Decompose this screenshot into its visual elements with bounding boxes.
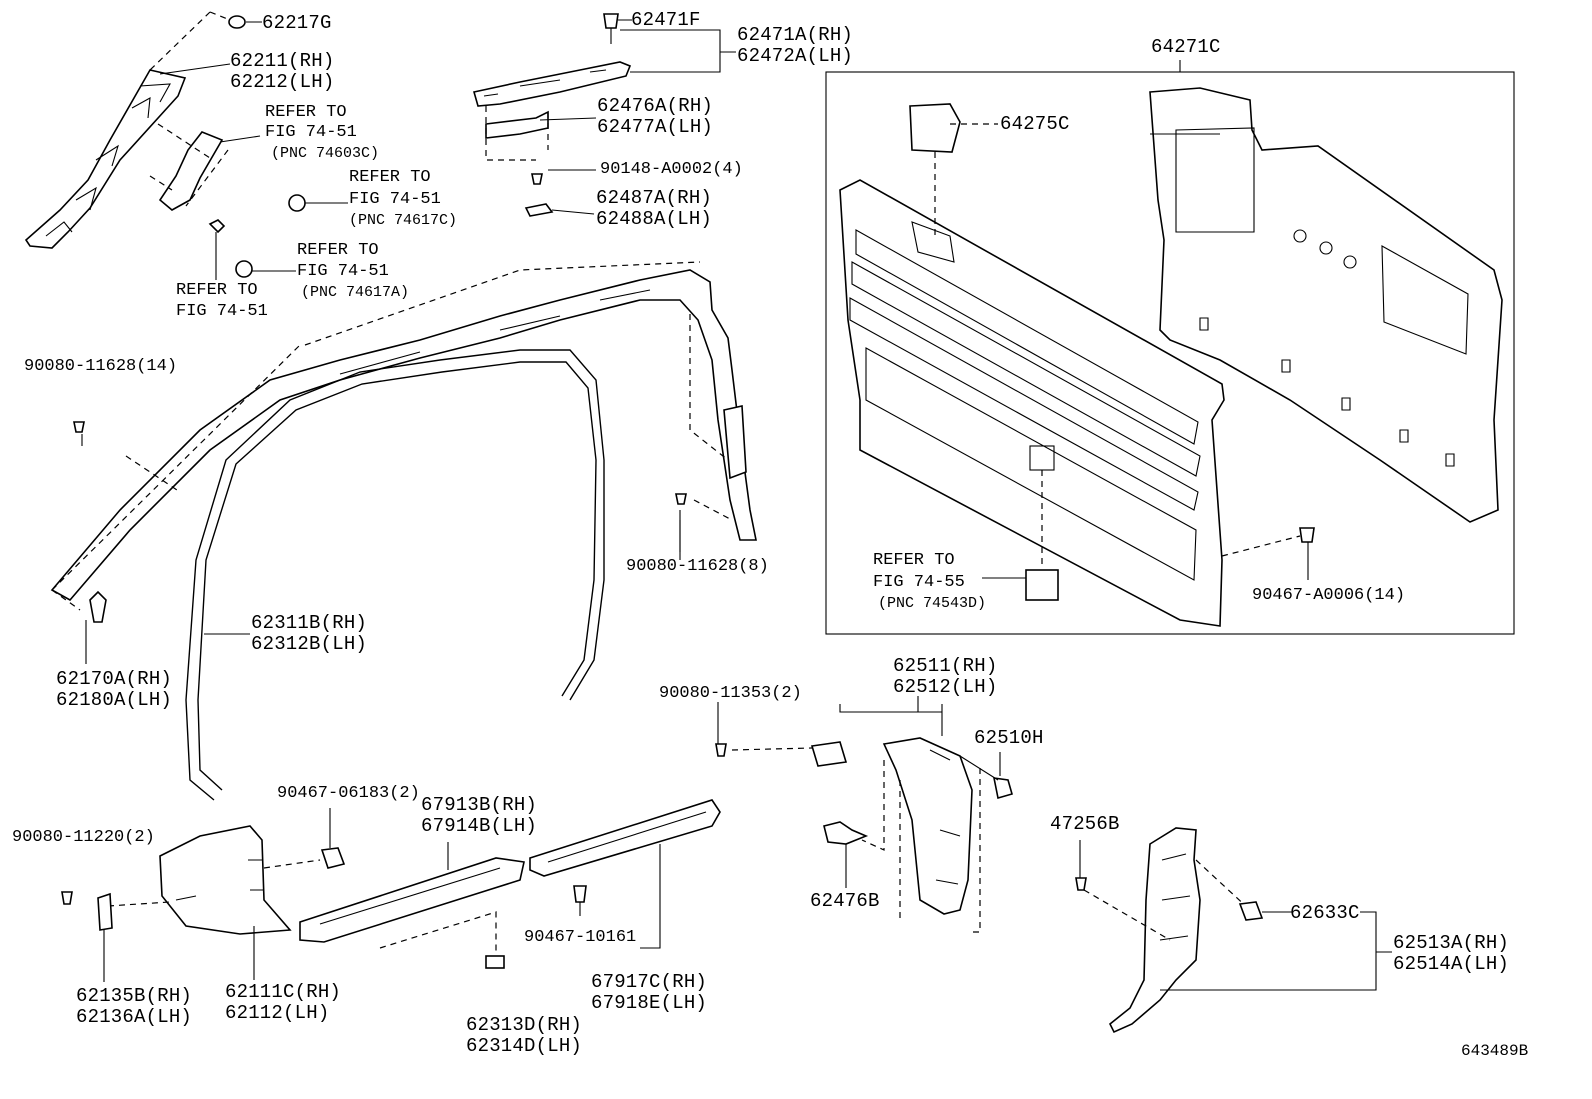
label-90080-11628-14: 90080-11628(14) — [24, 357, 178, 376]
label-67918E: 67918E(LH) — [591, 992, 708, 1014]
label-90080-11353: 90080-11353(2) — [659, 684, 802, 703]
label-62513A: 62513A(RH) — [1393, 932, 1510, 954]
assist-grip-drawing — [472, 13, 736, 217]
label-62217G: 62217G — [262, 12, 332, 34]
ref1-line3: (PNC 74603C) — [271, 145, 380, 162]
roof-curtain-assembly-drawing — [50, 261, 757, 664]
label-47256B: 47256B — [1050, 813, 1120, 835]
label-62180A: 62180A(LH) — [56, 689, 173, 711]
label-62633C: 62633C — [1290, 902, 1360, 924]
quarter-garnish-drawing — [1075, 827, 1392, 1034]
label-62477A: 62477A(LH) — [597, 116, 714, 138]
label-62111C: 62111C(RH) — [225, 981, 342, 1003]
label-62135B: 62135B(RH) — [76, 985, 193, 1007]
ref4-line2: FIG 74-51 — [176, 302, 268, 321]
label-62476A: 62476A(RH) — [597, 95, 714, 117]
label-90467-06183: 90467-06183(2) — [277, 784, 420, 803]
label-64271C: 64271C — [1151, 36, 1221, 58]
label-62311B: 62311B(RH) — [251, 612, 368, 634]
ref3-line3: (PNC 74617A) — [301, 284, 410, 301]
ref1-line1: REFER TO — [265, 103, 347, 122]
label-62510H: 62510H — [974, 727, 1044, 749]
label-62211: 62211(RH) — [230, 50, 335, 72]
ref2-line2: FIG 74-51 — [349, 190, 441, 209]
label-90467-10161: 90467-10161 — [524, 928, 637, 947]
ref5-line1: REFER TO — [873, 551, 955, 570]
roof-side-garnish-drawing — [185, 349, 605, 801]
label-62476B: 62476B — [810, 890, 880, 912]
ref1-line2: FIG 74-51 — [265, 123, 357, 142]
center-pillar-garnish-drawing — [715, 696, 1013, 933]
label-62488A: 62488A(LH) — [596, 208, 713, 230]
label-62471A: 62471A(RH) — [737, 24, 854, 46]
label-62212: 62212(LH) — [230, 71, 335, 93]
ref5-line3: (PNC 74543D) — [878, 595, 987, 612]
label-62312B: 62312B(LH) — [251, 633, 368, 655]
back-panel-box — [825, 60, 1515, 635]
front-pillar-garnish-drawing — [24, 11, 348, 280]
leader-lines — [81, 21, 1220, 552]
label-62472A: 62472A(LH) — [737, 45, 854, 67]
cowl-side-trim-drawing — [61, 808, 346, 982]
label-90148-A0002: 90148-A0002(4) — [600, 160, 743, 179]
label-62487A: 62487A(RH) — [596, 187, 713, 209]
label-62512: 62512(LH) — [893, 676, 998, 698]
ref3-line1: REFER TO — [297, 241, 379, 260]
label-62136A: 62136A(LH) — [76, 1006, 193, 1028]
label-90080-11220: 90080-11220(2) — [12, 828, 155, 847]
ref5-line2: FIG 74-55 — [873, 573, 965, 592]
ref4-line1: REFER TO — [176, 281, 258, 300]
label-64275C: 64275C — [1000, 113, 1070, 135]
label-62170A: 62170A(RH) — [56, 668, 173, 690]
label-62313D: 62313D(RH) — [466, 1014, 583, 1036]
label-62112: 62112(LH) — [225, 1002, 330, 1024]
label-62314D: 62314D(LH) — [466, 1035, 583, 1057]
label-90080-11628-8: 90080-11628(8) — [626, 557, 769, 576]
label-62471F: 62471F — [631, 9, 701, 31]
label-67914B: 67914B(LH) — [421, 815, 538, 837]
figure-id: 643489B — [1461, 1042, 1529, 1060]
ref2-line1: REFER TO — [349, 168, 431, 187]
label-62511: 62511(RH) — [893, 655, 998, 677]
label-67913B: 67913B(RH) — [421, 794, 538, 816]
ref2-line3: (PNC 74617C) — [349, 212, 458, 229]
label-67917C: 67917C(RH) — [591, 971, 708, 993]
label-90467-A0006: 90467-A0006(14) — [1252, 586, 1406, 605]
scuff-plate-drawing — [299, 799, 721, 969]
ref3-line2: FIG 74-51 — [297, 262, 389, 281]
label-62514A: 62514A(LH) — [1393, 953, 1510, 975]
